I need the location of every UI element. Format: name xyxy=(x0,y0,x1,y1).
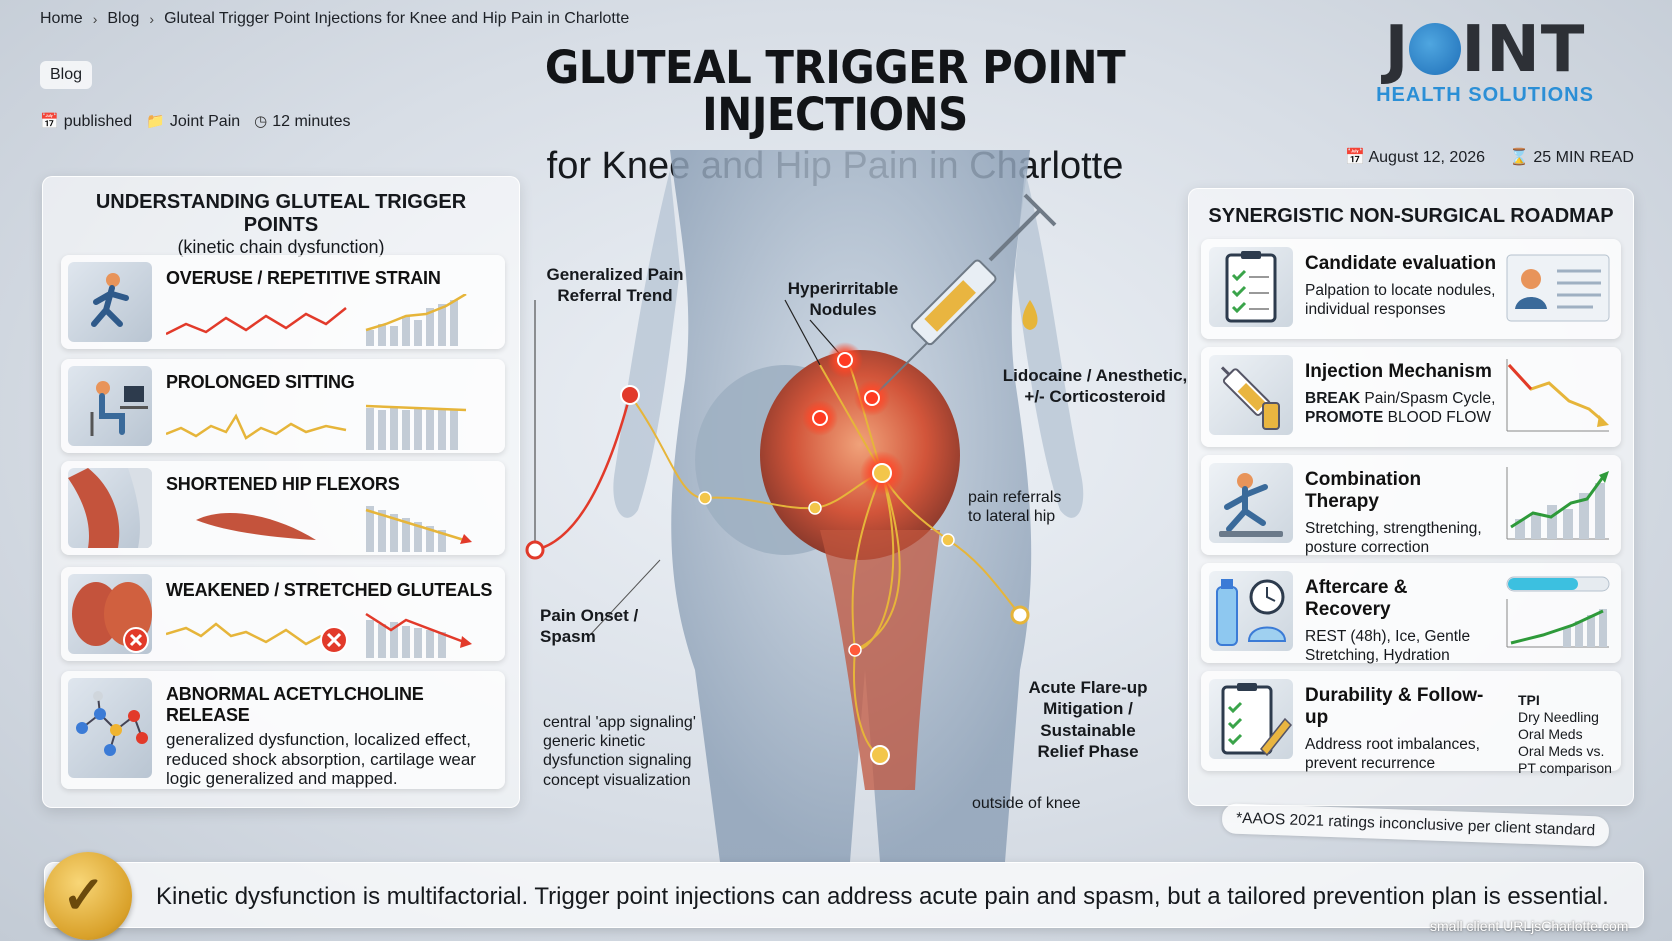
left-panel-title: UNDERSTANDING GLUTEAL TRIGGER POINTS (ki… xyxy=(95,191,467,257)
list-item[interactable]: Combination Therapy Stretching, strength… xyxy=(1201,455,1621,557)
chevron-right-icon: › xyxy=(149,11,155,27)
list-item[interactable]: Candidate evaluation Palpation to locate… xyxy=(1201,239,1621,339)
label-pain-onset: Pain Onset / Spasm xyxy=(540,606,639,647)
item-title: SHORTENED HIP FLEXORS xyxy=(166,474,400,494)
label-central-note: central 'app signaling' generic kinetic … xyxy=(543,714,696,789)
list-item[interactable]: ABNORMAL ACETYLCHOLINE RELEASE generaliz… xyxy=(61,671,505,789)
stretching-person-icon xyxy=(1209,463,1293,543)
item-title: ABNORMAL ACETYLCHOLINE RELEASE xyxy=(166,684,424,725)
trend-sparkline xyxy=(196,506,472,552)
declining-trend-chart xyxy=(1503,355,1613,435)
label-lateral-hip: pain referrals to lateral hip xyxy=(968,489,1062,526)
list-item[interactable]: Injection Mechanism BREAK Pain/Spasm Cyc… xyxy=(1201,347,1621,447)
meta-read-time: 12 minutes xyxy=(272,113,351,130)
breadcrumb-home[interactable]: Home xyxy=(40,10,83,27)
recovery-chart xyxy=(1503,571,1613,651)
item-title: PROLONGED SITTING xyxy=(166,372,355,392)
blog-tag[interactable]: Blog xyxy=(40,61,93,89)
calendar-icon: 📅 xyxy=(1345,149,1369,166)
molecule-icon xyxy=(68,678,152,778)
right-panel-title: SYNERGISTIC NON-SURGICAL ROADMAP xyxy=(1208,205,1614,227)
disclaimer: *AAOS 2021 ratings inconclusive per clie… xyxy=(1221,803,1610,847)
patient-profile-icon xyxy=(1503,247,1613,327)
item-desc: Palpation to locate nodules, individual … xyxy=(1305,282,1496,319)
gold-seal-icon xyxy=(44,852,132,940)
item-title: WEAKENED / STRETCHED GLUTEALS xyxy=(166,580,493,600)
hip-flexor-muscle-icon xyxy=(68,468,152,548)
left-panel: UNDERSTANDING GLUTEAL TRIGGER POINTS (ki… xyxy=(42,176,520,808)
title-main: GLUTEAL TRIGGER POINT INJECTIONS xyxy=(544,41,1126,142)
right-panel: SYNERGISTIC NON-SURGICAL ROADMAP Candida… xyxy=(1188,188,1634,806)
meta-status: published xyxy=(63,113,133,130)
list-item[interactable]: OVERUSE / REPETITIVE STRAIN xyxy=(61,255,505,349)
label-knee: outside of knee xyxy=(972,795,1081,812)
leader-line xyxy=(589,559,661,636)
right-glute-muscle xyxy=(760,350,960,560)
item-title: Injection Mechanism xyxy=(1305,361,1492,382)
desk-sitting-icon xyxy=(68,366,152,446)
item-title: Durability & Follow-up xyxy=(1305,685,1484,728)
list-item[interactable]: Aftercare & Recovery REST (48h), Ice, Ge… xyxy=(1201,563,1621,665)
runner-icon xyxy=(68,262,152,342)
item-desc: Address root imbalances, prevent recurre… xyxy=(1305,736,1480,773)
thigh-muscle xyxy=(820,530,940,790)
arm-silhouette xyxy=(613,170,680,518)
rising-trend-chart xyxy=(1503,463,1613,543)
item-title: Combination Therapy xyxy=(1305,469,1422,512)
item-title: Aftercare & Recovery xyxy=(1305,577,1408,620)
item-desc: generalized dysfunction, localized effec… xyxy=(166,730,476,789)
breadcrumb-current: Gluteal Trigger Point Injections for Kne… xyxy=(164,10,630,27)
clipboard-pencil-icon xyxy=(1209,679,1293,759)
breadcrumb-blog[interactable]: Blog xyxy=(107,10,140,27)
date-bar: 📅 August 12, 2026 ⌛ 25 MIN READ xyxy=(1345,147,1634,167)
leader-line xyxy=(784,299,821,366)
muscle-icon xyxy=(196,512,316,540)
clock-icon: ◷ xyxy=(254,113,268,130)
meta-category[interactable]: Joint Pain xyxy=(169,113,241,130)
anatomy-figure xyxy=(525,150,1084,862)
logo-letters: INT xyxy=(1461,13,1586,87)
item-desc: REST (48h), Ice, Gentle Stretching, Hydr… xyxy=(1305,628,1471,665)
list-item[interactable]: PROLONGED SITTING xyxy=(61,359,505,453)
list-item[interactable]: WEAKENED / STRETCHED GLUTEALS xyxy=(61,567,505,661)
hourglass-icon: ⌛ xyxy=(1509,149,1534,166)
pain-onset-line xyxy=(534,394,632,552)
list-item[interactable]: Durability & Follow-up Address root imba… xyxy=(1201,671,1621,773)
logo-subtitle: HEALTH SOLUTIONS xyxy=(1376,84,1594,106)
trend-sparkline xyxy=(166,404,467,450)
post-meta: 📅published 📁Joint Pain ◷12 minutes xyxy=(40,112,351,131)
logo-letter: J xyxy=(1384,13,1410,87)
clipboard-checklist-icon xyxy=(1209,247,1293,327)
calendar-icon: 📅 xyxy=(40,113,59,130)
tpi-comparison: TPI Dry Needling Oral Meds Oral Meds vs.… xyxy=(1518,692,1612,777)
checkmark-icon: ✓ xyxy=(62,867,106,925)
label-lidocaine: Lidocaine / Anesthetic, +/- Corticostero… xyxy=(1002,366,1188,407)
footer-text: Kinetic dysfunction is multifactorial. T… xyxy=(156,883,1609,910)
logo-joint-icon xyxy=(1409,23,1462,75)
trend-sparkline xyxy=(166,612,472,658)
label-flareup: Acute Flare-up Mitigation / Sustainable … xyxy=(1028,678,1148,761)
trigger-points xyxy=(525,342,1030,765)
item-title: OVERUSE / REPETITIVE STRAIN xyxy=(166,268,441,288)
arm-silhouette xyxy=(1015,170,1084,518)
recovery-progress-bar xyxy=(1508,578,1578,590)
breadcrumb: Home › Blog › Gluteal Trigger Point Inje… xyxy=(40,10,629,28)
chevron-right-icon: › xyxy=(92,11,98,27)
syringe-vial-icon xyxy=(1209,355,1293,435)
post-date: August 12, 2026 xyxy=(1368,149,1486,166)
trend-sparkline xyxy=(166,294,467,346)
label-referral-trend: Generalized Pain Referral Trend xyxy=(546,265,684,306)
client-url[interactable]: small client URLjsCharlotte.com xyxy=(1430,918,1629,934)
footer-banner xyxy=(44,862,1644,928)
label-nodules: Hyperirritable Nodules xyxy=(787,279,899,320)
list-item[interactable]: SHORTENED HIP FLEXORS xyxy=(61,461,505,555)
item-title: Candidate evaluation xyxy=(1305,253,1497,274)
read-time-caps: 25 MIN READ xyxy=(1533,149,1634,166)
folder-icon: 📁 xyxy=(146,113,165,130)
gluteal-muscle-icon xyxy=(68,574,152,654)
item-desc: Stretching, strengthening, posture corre… xyxy=(1305,520,1482,557)
water-ice-clock-icon xyxy=(1209,571,1293,651)
item-desc: BREAK Pain/Spasm Cycle,PROMOTE BLOOD FLO… xyxy=(1305,390,1496,427)
